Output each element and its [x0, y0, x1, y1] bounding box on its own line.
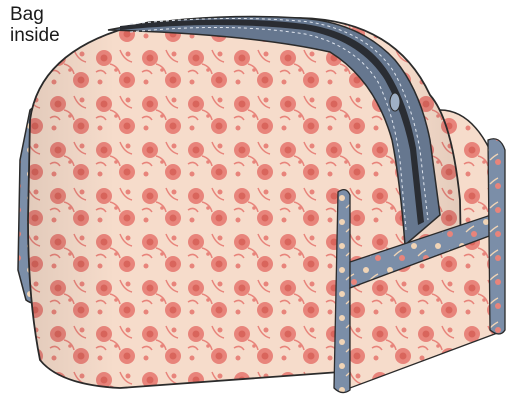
zipper-pull	[390, 93, 400, 111]
caption-line-1: Bag	[10, 4, 60, 25]
caption-label: Bag inside	[10, 4, 60, 46]
caption-line-2: inside	[10, 25, 60, 46]
